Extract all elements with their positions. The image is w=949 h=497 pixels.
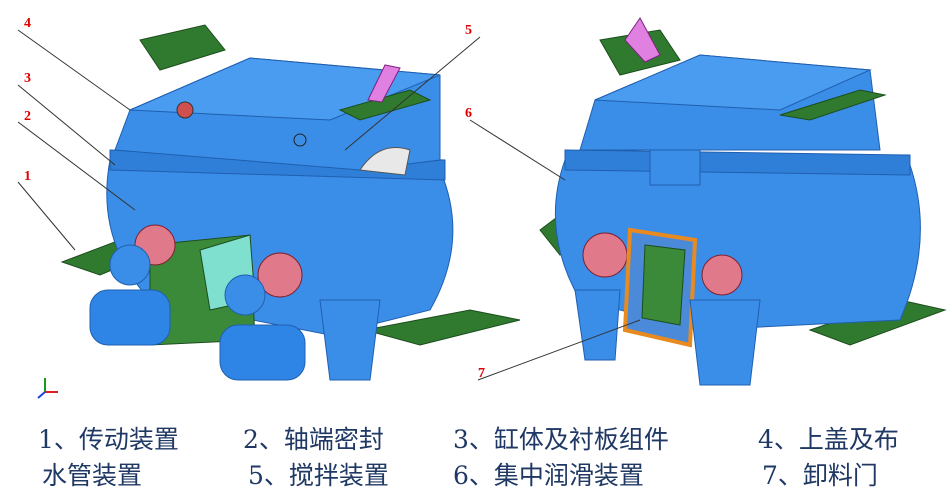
mixer-diagram: 4 3 2 1 5 6 7 [17, 16, 947, 399]
left-pink-lid [367, 64, 401, 103]
left-walkway-right [364, 309, 521, 346]
callout-7: 7 [478, 366, 485, 381]
callout-5: 5 [465, 23, 472, 38]
left-support-leg [319, 299, 381, 381]
callout-1: 1 [24, 169, 31, 184]
right-inspection-hatch [779, 89, 887, 121]
callout-4: 4 [24, 16, 31, 31]
right-seal-right [701, 254, 743, 296]
left-mixer [37, 24, 521, 399]
right-tank-band [564, 149, 911, 176]
right-leg-1 [574, 289, 621, 361]
left-port [176, 101, 194, 119]
caption-item-3: 3、缸体及衬板组件 [453, 425, 669, 454]
callout-lines [17, 29, 641, 381]
right-mixer [539, 17, 947, 386]
callout-6: 6 [465, 106, 472, 121]
caption-item-7: 7、卸料门 [762, 461, 878, 490]
caption-item-4-cont: 水管装置 [42, 461, 143, 490]
motor-2 [219, 324, 306, 381]
discharge-door [641, 244, 686, 326]
callout-2: 2 [24, 109, 31, 124]
reducer-2 [224, 274, 266, 316]
caption-item-6: 6、集中润滑装置 [453, 461, 644, 490]
axis-triad-icon [37, 378, 58, 399]
right-top-face [594, 54, 872, 111]
left-window [359, 147, 411, 176]
motor-1 [89, 289, 171, 346]
caption-item-2: 2、轴端密封 [243, 425, 384, 454]
callout-3: 3 [24, 71, 31, 86]
caption-item-5: 5、搅拌装置 [248, 461, 389, 490]
caption-item-1: 1、传动装置 [38, 425, 179, 454]
right-pink-lid [624, 17, 661, 63]
left-bolt [293, 133, 307, 147]
caption-item-4: 4、上盖及布 [758, 425, 899, 454]
right-seal-left [582, 232, 628, 278]
reducer-1 [109, 244, 151, 286]
left-hatch [139, 24, 226, 71]
lubrication-box [649, 149, 701, 186]
right-leg-2 [689, 299, 761, 386]
shaft-seal-right [257, 252, 303, 298]
